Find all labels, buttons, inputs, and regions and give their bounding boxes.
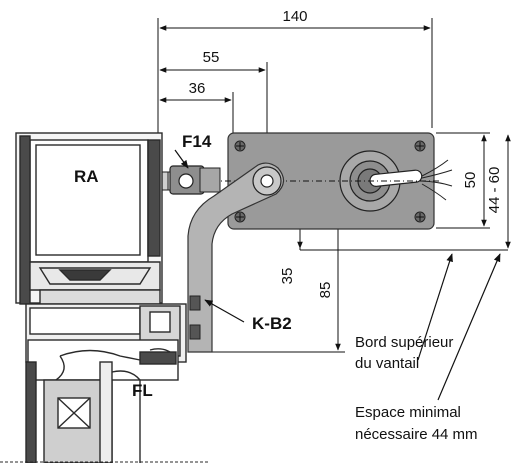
note-bord-line2: du vantail <box>355 355 419 372</box>
window-frame-profile <box>0 132 210 463</box>
callout-arrows <box>174 149 501 401</box>
label-k-b2: K-B2 <box>252 314 292 333</box>
dim-50-label: 50 <box>462 172 479 189</box>
dim-140-label: 140 <box>282 8 307 25</box>
motor-unit <box>160 132 453 230</box>
dim-85-label: 85 <box>317 282 334 299</box>
dim-55-label: 55 <box>203 49 220 66</box>
label-fl: FL <box>132 381 153 400</box>
dim-36-label: 36 <box>189 80 206 97</box>
label-ra: RA <box>74 167 99 186</box>
label-f14: F14 <box>182 132 212 151</box>
note-espace-line1: Espace minimal <box>355 404 461 421</box>
dim-35-label: 35 <box>279 268 296 285</box>
dim-44-60-label: 44 - 60 <box>486 167 503 214</box>
note-espace-line2: nécessaire 44 mm <box>355 426 478 443</box>
note-bord-line1: Bord supérieur <box>355 334 453 351</box>
